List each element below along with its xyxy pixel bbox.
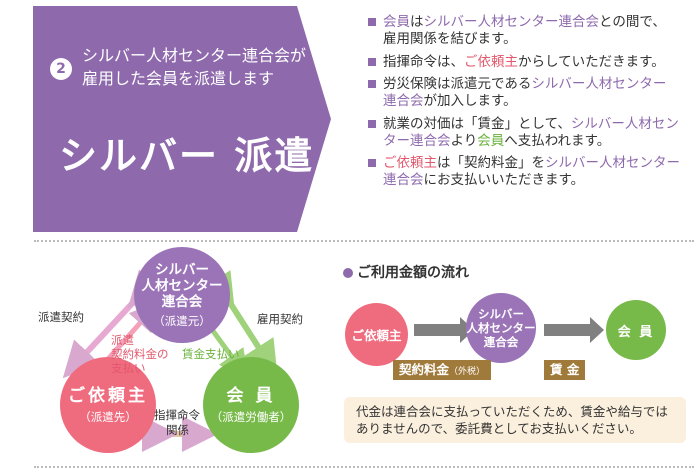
flow-silver-2: 人材センター [466, 321, 536, 335]
bullet-text: シルバー人材センター [545, 155, 680, 171]
bullet-text: が加入します。 [423, 93, 517, 109]
bullet-text: 会員 [383, 14, 410, 30]
bullet-square-icon [368, 119, 376, 128]
bullet-text: 就業の対価は「賃金」として、 [383, 115, 571, 132]
silver-sub: （派遣元） [153, 313, 211, 328]
bullet-square-icon [368, 18, 376, 26]
bullet-text: 指揮命令は、 [383, 53, 464, 70]
bullet-square-icon [368, 159, 376, 167]
flow-title-text: ご利用金額の流れ [357, 265, 469, 281]
fee-tag: 契約料金（外税） [393, 360, 492, 380]
wage-tag: 賃 金 [544, 360, 586, 380]
section-number-badge: 2 [50, 58, 72, 80]
bullet-text: へ支払われます。 [504, 132, 611, 149]
bullet-item: 指揮命令は、ご依頼主からしていただきます。 [367, 54, 697, 71]
silver-line1: シルバー [155, 261, 209, 278]
bullet-text: は [410, 14, 424, 30]
bullet-item: 会員はシルバー人材センター連合会との間で、雇用関係を結びます。 [367, 14, 697, 48]
banner-shape [33, 6, 331, 232]
silver-line3: 連合会 [161, 293, 203, 310]
flow-circle-member: 会 員 [606, 300, 666, 360]
bullet-list: 会員はシルバー人材センター連合会との間で、雇用関係を結びます。指揮命令は、ご依頼… [367, 14, 697, 195]
bullet-text: 連合会 [383, 172, 424, 188]
silver-line2: 人材センター [141, 277, 223, 294]
bullet-square-icon [368, 80, 376, 88]
label-dispatch-contract: 派遣契約 [38, 310, 84, 324]
payment-note: 代金は連合会に支払っていただくため、賃金や給与では ありませんので、委託費として… [344, 397, 686, 443]
banner-subtitle-line2: 雇用した会員を派遣します [82, 69, 275, 88]
label-fee-1: 派遣 [111, 333, 134, 347]
member-main: 会 員 [226, 385, 276, 406]
flow-circle-silver: シルバー 人材センター 連合会 [466, 293, 536, 363]
bullet-text: 連合会 [383, 93, 424, 109]
bullet-text: からしていただきます。 [518, 53, 665, 70]
member-sub: （派遣労働者） [210, 409, 292, 424]
dotted-divider [34, 240, 694, 242]
bullet-square-icon [368, 57, 376, 66]
label-command-2: 関係 [166, 423, 189, 437]
fee-tag-label: 契約料金 [399, 362, 450, 377]
bullet-dot-icon [343, 268, 353, 278]
label-employment-contract: 雇用契約 [257, 312, 303, 326]
bullet-text: 雇用関係を結びます。 [383, 31, 517, 47]
circle-member: 会 員 （派遣労働者） [203, 357, 299, 453]
bullet-text: にお支払いいただきます。 [423, 172, 585, 188]
flow-arrow-1 [414, 317, 474, 343]
flow-arrow-2 [544, 317, 604, 343]
flow-silver-1: シルバー [478, 307, 524, 321]
bullet-item: 労災保険は派遣元であるシルバー人材センター連合会が加入します。 [367, 76, 697, 110]
bullet-text: ご依頼主 [383, 155, 437, 171]
dotted-divider-bottom [34, 466, 694, 468]
bullet-text: シルバー人材セン [570, 115, 679, 132]
bullet-item: ご依頼主は「契約料金」をシルバー人材センター連合会にお支払いいただきます。 [367, 155, 697, 189]
circle-silver-center: シルバー 人材センター 連合会 （派遣元） [134, 247, 230, 343]
fee-tag-note: （外税） [449, 367, 486, 377]
circle-client: ご依頼主 （派遣先） [60, 357, 156, 453]
client-sub: （派遣先） [79, 409, 137, 424]
bullet-text: シルバー人材センター連合会 [423, 14, 600, 30]
bullet-text: 会員 [477, 132, 505, 149]
banner-title: シルバー 派遣 [59, 134, 315, 178]
client-main: ご依頼主 [68, 385, 148, 406]
flow-silver-3: 連合会 [483, 335, 519, 349]
bullet-item: 就業の対価は「賃金」として、シルバー人材センター連合会より会員へ支払われます。 [367, 116, 697, 150]
flow-circle-client: ご依頼主 [345, 303, 408, 366]
bullet-text: シルバー人材センター [531, 76, 667, 92]
label-fee-2: 契約料金の [111, 347, 169, 361]
label-fee-3: 支払い [111, 361, 146, 375]
banner-subtitle-line1: シルバー人材センター連合会が [82, 46, 307, 65]
label-command-1: 指揮命令 [154, 408, 200, 422]
flow-title: ご利用金額の流れ [343, 262, 469, 282]
bullet-text: ター連合会 [383, 132, 451, 149]
bullet-text: 労災保険は派遣元である [383, 76, 532, 92]
bullet-text: ご依頼主 [464, 53, 518, 70]
flow-arrows [414, 317, 604, 343]
label-wage-payment: 賃金支払い [182, 347, 240, 361]
note-line1: 代金は連合会に支払っていただくため、賃金や給与では [356, 404, 668, 419]
bullet-text: との間で、 [599, 14, 666, 30]
employment-arrow [200, 270, 278, 378]
bullet-text: は「契約料金」を [437, 155, 545, 171]
note-line2: ありませんので、委託費としてお支払いください。 [356, 421, 642, 436]
bullet-text: より [450, 132, 478, 149]
title-banner [33, 6, 331, 232]
